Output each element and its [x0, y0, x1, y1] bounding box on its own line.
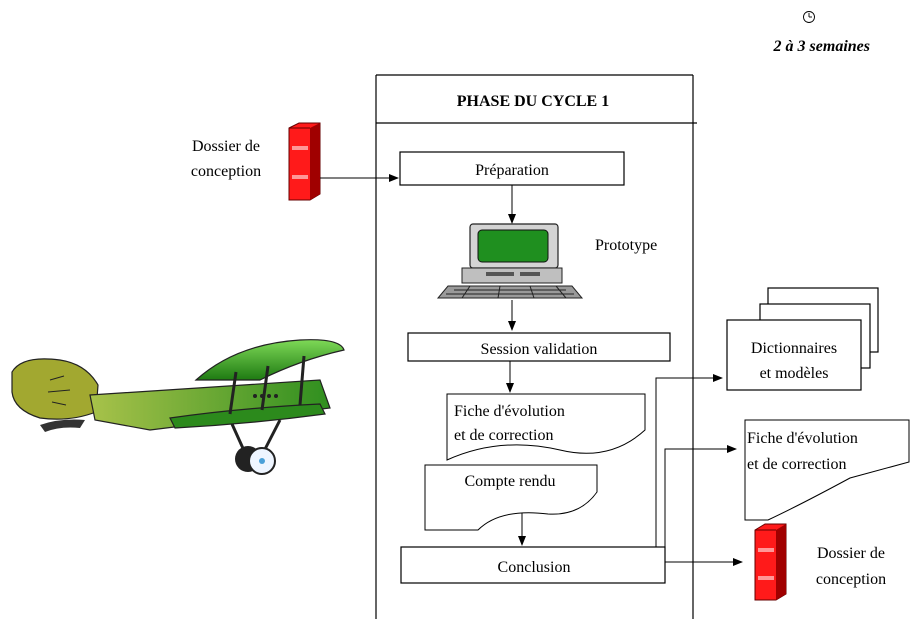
output-dictionnaires-label-1: Dictionnaires	[751, 340, 837, 357]
step-session-label: Session validation	[481, 341, 598, 358]
step-session-box	[407, 332, 671, 362]
output-fiche-document	[744, 419, 910, 521]
step-fiche-document	[446, 393, 646, 461]
step-conclusion-box	[400, 546, 666, 584]
prototype-label: Prototype	[595, 237, 657, 254]
arrow-to-output-fiche	[664, 445, 737, 547]
output-dossier-label-1: Dossier de	[817, 545, 885, 562]
input-binder-icon	[288, 122, 321, 201]
step-compte-rendu-document	[424, 464, 598, 531]
phase-frame: PHASE DU CYCLE 1	[375, 74, 697, 619]
step-preparation-label: Préparation	[475, 162, 549, 179]
output-fiche-label-1: Fiche d'évolution	[747, 430, 858, 447]
phase-title: PHASE DU CYCLE 1	[457, 93, 609, 110]
step-fiche-label-1: Fiche d'évolution	[454, 403, 565, 420]
step-compte-rendu-label: Compte rendu	[464, 473, 555, 490]
output-dossier-label-2: conception	[816, 571, 886, 588]
input-dossier-label-2: conception	[191, 163, 261, 180]
duration-indicator: 2 à 3 semaines	[773, 11, 870, 55]
dictionnaires-stack	[726, 287, 879, 391]
step-preparation-box	[399, 151, 625, 186]
computer-icon	[436, 223, 584, 299]
input-dossier-label-1: Dossier de	[192, 138, 260, 155]
arrow-to-dictionnaires	[655, 374, 723, 547]
step-fiche-label-2: et de correction	[454, 427, 554, 444]
output-fiche-label-2: et de correction	[747, 456, 847, 473]
step-conclusion-label: Conclusion	[498, 559, 571, 576]
output-dictionnaires-label-2: et modèles	[760, 365, 829, 382]
biplane-illustration	[11, 339, 345, 475]
duration-label: 2 à 3 semaines	[773, 38, 870, 55]
clock-icon	[803, 11, 815, 23]
output-binder-icon	[754, 523, 787, 601]
